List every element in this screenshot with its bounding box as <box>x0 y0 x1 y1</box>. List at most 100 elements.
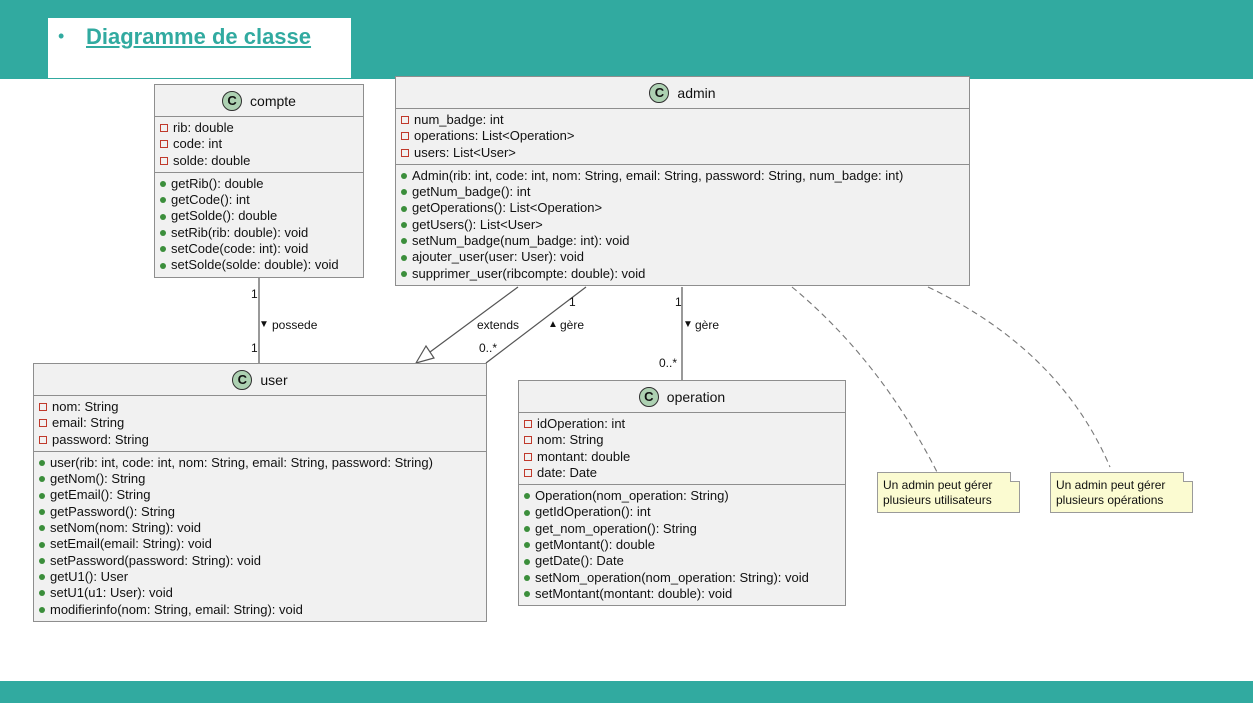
method-row: setNum_badge(num_badge: int): void <box>401 233 964 249</box>
note-users-line2: plusieurs utilisateurs <box>883 493 992 507</box>
attribute-row: idOperation: int <box>524 416 840 432</box>
method-text: getU1(): User <box>50 568 129 584</box>
public-visibility-icon <box>524 542 530 549</box>
public-visibility-icon <box>160 181 166 188</box>
attribute-text: rib: double <box>173 120 234 135</box>
public-visibility-icon <box>160 246 166 253</box>
note-users-line1: Un admin peut gérer <box>883 478 993 492</box>
public-visibility-icon <box>524 574 530 581</box>
method-text: user(rib: int, code: int, nom: String, e… <box>50 454 433 470</box>
attribute-row: rib: double <box>160 120 358 136</box>
method-text: getDate(): Date <box>535 553 624 569</box>
method-text: Operation(nom_operation: String) <box>535 488 729 504</box>
note-connector-1 <box>791 286 938 473</box>
method-row: getIdOperation(): int <box>524 504 840 520</box>
attribute-text: password: String <box>52 431 149 447</box>
method-row: setNom(nom: String): void <box>39 520 481 536</box>
attribute-text: idOperation: int <box>537 416 626 431</box>
gere-user-line <box>485 286 587 364</box>
public-visibility-icon <box>39 476 45 483</box>
public-visibility-icon <box>524 493 530 500</box>
method-row: getNum_badge(): int <box>401 184 964 200</box>
attribute-text: code: int <box>173 136 223 152</box>
class-compte-header: C compte <box>155 85 363 117</box>
class-admin-methods: Admin(rib: int, code: int, nom: String, … <box>396 163 969 285</box>
method-row: getUsers(): List<User> <box>401 217 964 233</box>
public-visibility-icon <box>401 254 407 261</box>
public-visibility-icon <box>524 509 530 516</box>
public-visibility-icon <box>160 262 166 269</box>
public-visibility-icon <box>39 590 45 597</box>
private-visibility-icon <box>524 420 532 429</box>
attribute-row: users: List<User> <box>401 145 964 161</box>
method-text: ajouter_user(user: User): void <box>412 249 584 265</box>
public-visibility-icon <box>401 189 407 196</box>
note-connector-2 <box>927 286 1111 468</box>
public-visibility-icon <box>39 525 45 532</box>
admin-operation-mult-top: 1 <box>675 295 682 309</box>
attribute-row: nom: String <box>39 399 481 415</box>
attribute-row: operations: List<Operation> <box>401 128 964 144</box>
method-row: setSolde(solde: double): void <box>160 257 358 273</box>
method-text: getPassword(): String <box>50 503 175 519</box>
attribute-text: nom: String <box>52 399 119 414</box>
public-visibility-icon <box>401 205 407 212</box>
method-text: getOperations(): List<Operation> <box>412 200 603 216</box>
method-row: getMontant(): double <box>524 537 840 553</box>
attribute-text: nom: String <box>537 432 604 448</box>
method-row: user(rib: int, code: int, nom: String, e… <box>39 455 481 471</box>
private-visibility-icon <box>401 148 409 157</box>
method-text: setMontant(montant: double): void <box>535 585 733 601</box>
class-operation-header: C operation <box>519 381 845 413</box>
method-row: setMontant(montant: double): void <box>524 586 840 602</box>
method-row: getOperations(): List<Operation> <box>401 200 964 216</box>
method-row: supprimer_user(ribcompte: double): void <box>401 266 964 282</box>
attribute-row: email: String <box>39 415 481 431</box>
method-row: setCode(code: int): void <box>160 241 358 257</box>
public-visibility-icon <box>524 591 530 598</box>
method-text: setCode(code: int): void <box>171 241 309 257</box>
attribute-row: solde: double <box>160 153 358 169</box>
extends-line <box>429 286 519 353</box>
method-text: setPassword(password: String): void <box>50 552 261 568</box>
method-text: getMontant(): double <box>535 537 655 553</box>
method-text: getNom(): String <box>50 471 146 487</box>
private-visibility-icon <box>39 435 47 444</box>
public-visibility-icon <box>524 558 530 565</box>
class-user-name: user <box>260 371 288 388</box>
method-text: getNum_badge(): int <box>412 184 531 200</box>
public-visibility-icon <box>39 574 45 581</box>
public-visibility-icon <box>39 541 45 548</box>
public-visibility-icon <box>401 173 407 180</box>
method-text: modifierinfo(nom: String, email: String)… <box>50 601 303 617</box>
footer-band <box>0 681 1253 703</box>
method-text: supprimer_user(ribcompte: double): void <box>412 265 646 281</box>
class-icon: C <box>638 386 659 407</box>
private-visibility-icon <box>160 124 168 133</box>
method-text: getIdOperation(): int <box>535 504 651 520</box>
method-text: getEmail(): String <box>50 487 151 503</box>
public-visibility-icon <box>160 213 166 220</box>
method-row: getCode(): int <box>160 192 358 208</box>
attribute-text: date: Date <box>537 464 597 480</box>
attribute-text: email: String <box>52 415 125 431</box>
private-visibility-icon <box>524 452 532 461</box>
method-row: modifierinfo(nom: String, email: String)… <box>39 602 481 618</box>
attribute-text: num_badge: int <box>414 112 504 127</box>
method-row: setEmail(email: String): void <box>39 536 481 552</box>
note-fold-icon <box>1183 472 1193 482</box>
gere-user-label: gère <box>560 318 585 332</box>
method-row: getPassword(): String <box>39 504 481 520</box>
public-visibility-icon <box>401 238 407 245</box>
title-box: • Diagramme de classe <box>47 17 352 79</box>
method-row: getNom(): String <box>39 471 481 487</box>
method-row: getRib(): double <box>160 176 358 192</box>
method-row: Admin(rib: int, code: int, nom: String, … <box>401 168 964 184</box>
class-icon: C <box>222 90 243 111</box>
method-text: setNom_operation(nom_operation: String):… <box>535 569 809 585</box>
